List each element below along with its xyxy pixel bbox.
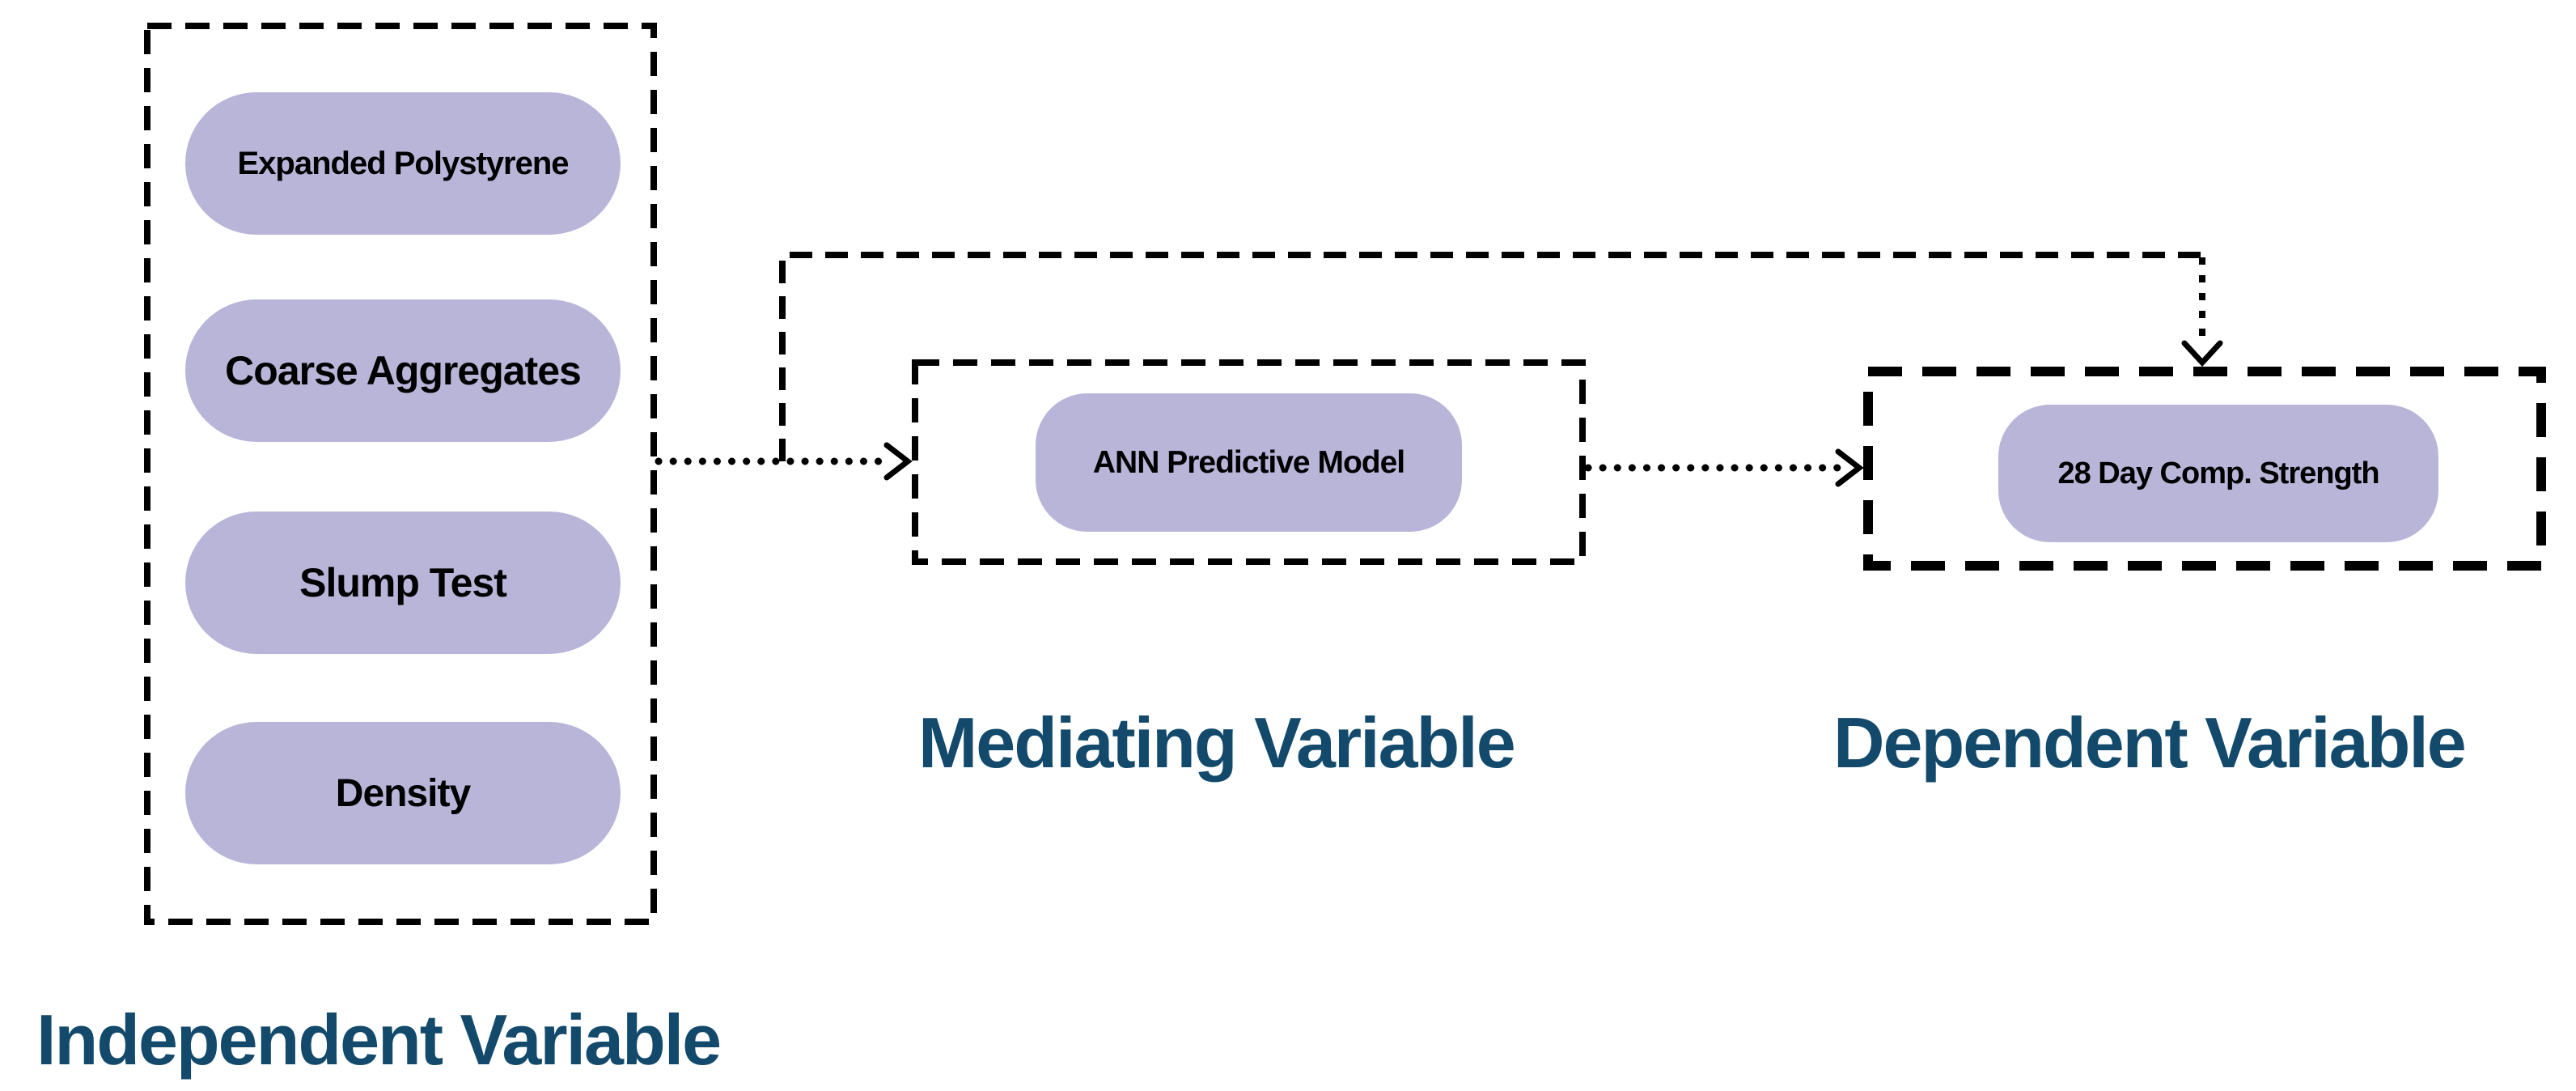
dependent-variable-label: Dependent Variable — [1833, 703, 2467, 783]
independent-variable-label: Independent Variable — [36, 1000, 722, 1080]
pill-ann-predictive-model: ANN Predictive Model — [1036, 393, 1462, 532]
arrowhead-right-dependent-icon — [1835, 448, 1864, 487]
independent-group-border — [144, 23, 657, 925]
pill-density: Density — [185, 722, 621, 864]
mediating-variable-label: Mediating Variable — [918, 703, 1516, 783]
connector-branch-dashed-top — [779, 252, 2202, 461]
arrowhead-right-mediating-icon — [883, 442, 913, 481]
pill-28-day-comp-strength: 28 Day Comp. Strength — [1998, 405, 2438, 542]
dependent-group-border — [1863, 367, 2546, 571]
arrowhead-down-dependent-icon — [2181, 340, 2223, 367]
pill-coarse-aggregates: Coarse Aggregates — [185, 299, 621, 442]
mediating-group-border — [912, 359, 1586, 565]
pill-slump-test: Slump Test — [185, 512, 621, 654]
pill-expanded-polystyrene: Expanded Polystyrene — [185, 92, 621, 235]
